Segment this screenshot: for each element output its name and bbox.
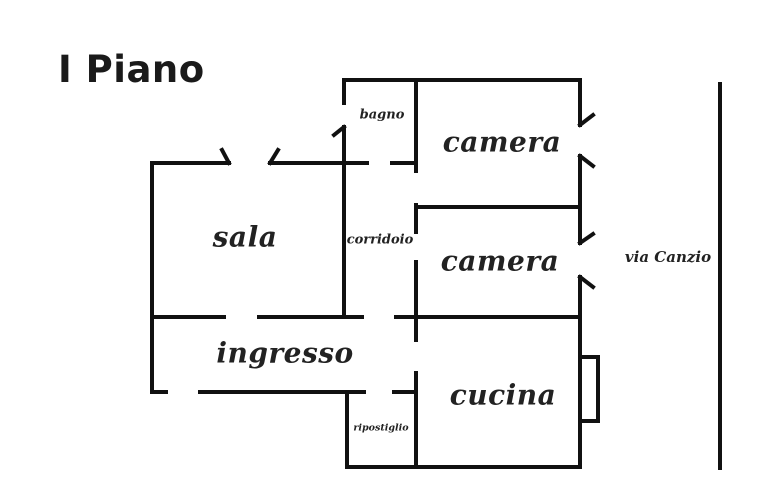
- room-label-camera-middle: camera: [440, 244, 560, 278]
- room-label-corridoio: corridoio: [346, 232, 414, 248]
- street-label: via Canzio: [624, 248, 712, 266]
- room-label-sala: sala: [212, 220, 278, 254]
- sala-walls: [150, 147, 364, 394]
- corridoio-walls: [318, 78, 418, 342]
- ripostiglio-walls: [345, 390, 582, 469]
- room-label-camera-top: camera: [442, 125, 562, 159]
- balcony: [578, 355, 600, 423]
- room-label-bagno: bagno: [359, 107, 405, 123]
- room-label-ingresso: ingresso: [216, 336, 354, 370]
- page-title: I Piano: [58, 48, 205, 91]
- room-label-ripostiglio: ripostiglio: [353, 422, 409, 434]
- room-label-cucina: cucina: [449, 378, 557, 412]
- ingresso-walls: [150, 371, 418, 469]
